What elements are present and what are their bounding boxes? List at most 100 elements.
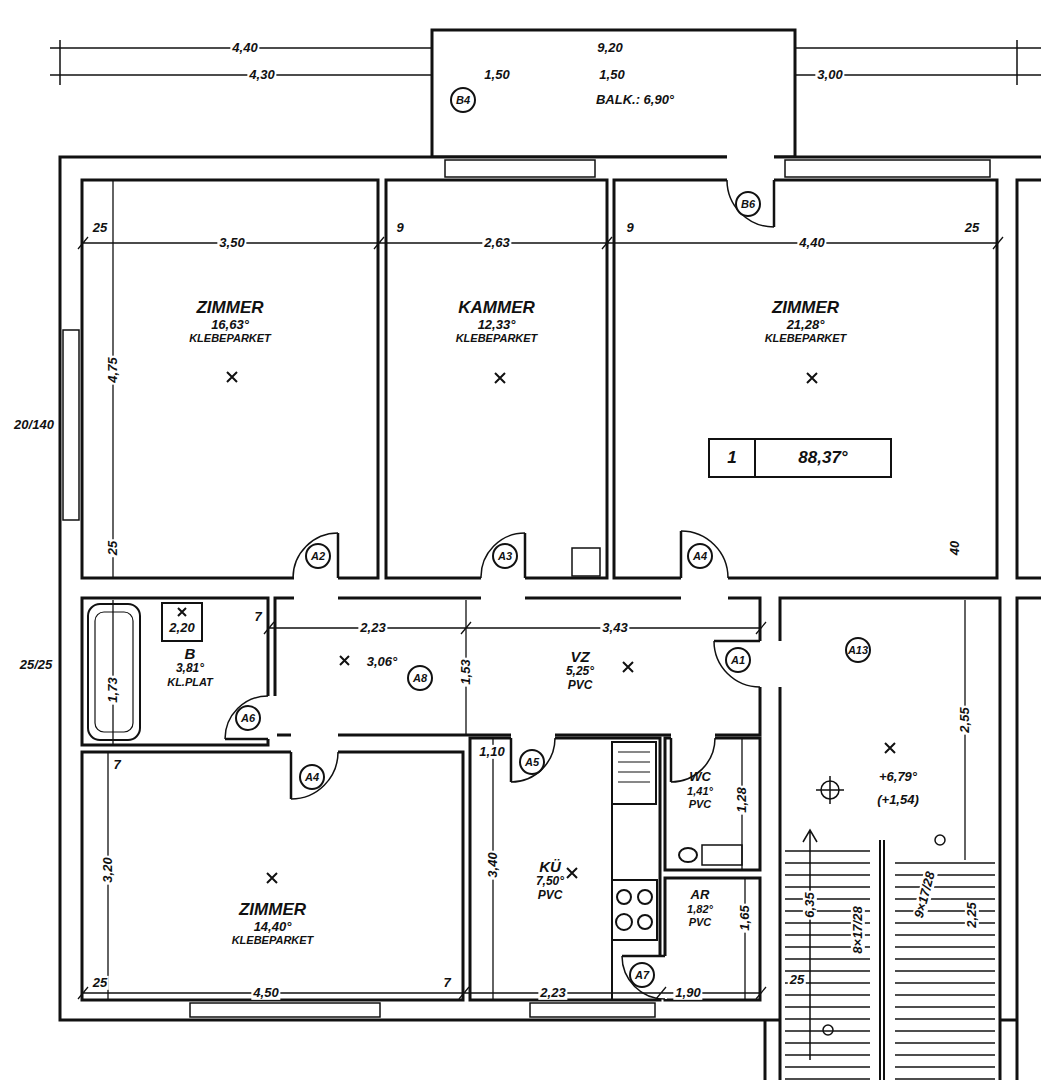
room: B3,81°KL.PLAT (140, 645, 240, 700)
dimension-label: 3,43 (600, 621, 629, 635)
door-openings (758, 641, 782, 687)
room-info: 21,28° (787, 318, 825, 333)
callout-number: A4 (299, 764, 325, 790)
area-summary-box: 188,37° (708, 438, 892, 478)
dimension-label: 1,50 (597, 68, 626, 82)
door-openings (294, 576, 338, 600)
room-info: KL.PLAT (167, 676, 213, 689)
room-info: 14,40° (254, 920, 292, 935)
dimension-label: 2,23 (538, 986, 567, 1000)
windows (190, 1003, 380, 1017)
fixtures (618, 752, 650, 782)
callout-number: A8 (407, 665, 433, 691)
dimension-label: 1,53 (459, 657, 473, 686)
dimension-label: 1,90 (673, 986, 702, 1000)
callout-number: A6 (235, 705, 261, 731)
dimension-label: 7 (252, 610, 263, 624)
dimension-label: 2,25 (965, 900, 979, 929)
dimension-label: 2,55 (958, 705, 972, 734)
callout-number: B6 (735, 191, 761, 217)
room-info: 88,37° (754, 440, 890, 476)
dimension-label: 40 (948, 539, 962, 557)
fixtures (638, 890, 652, 904)
door-openings (266, 696, 277, 739)
stairs (785, 840, 870, 1080)
callout-number: A4 (687, 543, 713, 569)
dimension-label: 25 (963, 221, 981, 235)
stairs (880, 840, 884, 1080)
dimension-label: 1,50 (482, 68, 511, 82)
dimension-label: 9 (624, 221, 635, 235)
dimension-label: 4,40 (230, 41, 259, 55)
dimension-label: 1,10 (477, 745, 506, 759)
dimension-label: 6,35 (803, 890, 817, 919)
room-info: PVC (689, 916, 712, 929)
dimension-label: 4,75 (106, 355, 120, 384)
room-name: ZIMMER (239, 900, 306, 920)
stairs (803, 830, 817, 1060)
room-info: 16,63° (211, 318, 249, 333)
room-info: 1,82° (687, 903, 713, 916)
door-openings (671, 733, 715, 740)
room-info: KLEBEPARKET (189, 332, 271, 345)
dimension-label: 25 (788, 973, 806, 987)
room-name: KÜ (539, 858, 561, 875)
fixtures (612, 880, 657, 940)
balcony (432, 30, 795, 157)
door-swings (225, 180, 774, 999)
door-openings (727, 155, 774, 182)
dimension-label: 3,50 (217, 236, 246, 250)
balcony (432, 30, 795, 157)
dimension-label: 7 (441, 976, 452, 990)
callout-number: A7 (629, 962, 655, 988)
door-openings (681, 576, 728, 600)
door-swings (225, 180, 774, 956)
room: VZ5,25°PVC (540, 648, 620, 708)
door-openings (481, 576, 525, 600)
room-name: ZIMMER (772, 298, 839, 318)
room-name: 1 (710, 440, 754, 476)
windows (63, 330, 79, 520)
fixtures (638, 915, 652, 929)
dimension-label: 4,30 (247, 68, 276, 82)
dimension-label: 25/25 (18, 658, 55, 672)
dimension-label: 9 (394, 221, 405, 235)
dimension-label: 1,73 (106, 675, 120, 704)
fixtures (679, 848, 697, 862)
dimension-label: 1,28 (735, 785, 749, 814)
fixtures (572, 548, 600, 576)
room-name: WC (689, 770, 711, 785)
inner-dimension-lines (264, 622, 766, 634)
walls (665, 738, 760, 870)
walls (470, 738, 660, 1000)
dimension-label: 7 (111, 758, 122, 772)
dimension-label: 8×17/28 (851, 904, 865, 955)
stairs (816, 776, 844, 804)
windows (785, 160, 990, 177)
dimension-label: 25 (106, 539, 120, 557)
dimension-label: 3,20 (101, 855, 115, 884)
dimension-label: +6,79° (877, 770, 919, 784)
dimension-label: 4,40 (797, 236, 826, 250)
dimension-label: 3,00 (815, 68, 844, 82)
fixtures (616, 914, 632, 930)
callout-number: A3 (492, 543, 518, 569)
door-swings (225, 180, 774, 999)
callout-number: A2 (305, 543, 331, 569)
dimension-label: 25 (91, 976, 109, 990)
callout-number: A5 (519, 749, 545, 775)
room-info: 7,50° (536, 875, 564, 889)
inner-dimension-lines (78, 987, 766, 999)
door-openings (511, 733, 555, 740)
dimension-label: 25 (91, 221, 109, 235)
dimension-label: 9,20 (595, 41, 624, 55)
room-marks (178, 372, 895, 883)
fixtures (617, 890, 631, 904)
room: AR1,82°PVC (672, 888, 728, 948)
callout-number: B4 (450, 87, 476, 113)
room-info: 1,41° (687, 785, 713, 798)
dimension-label: 2,63 (482, 236, 511, 250)
walls (82, 752, 463, 1000)
room-info: PVC (538, 889, 563, 903)
